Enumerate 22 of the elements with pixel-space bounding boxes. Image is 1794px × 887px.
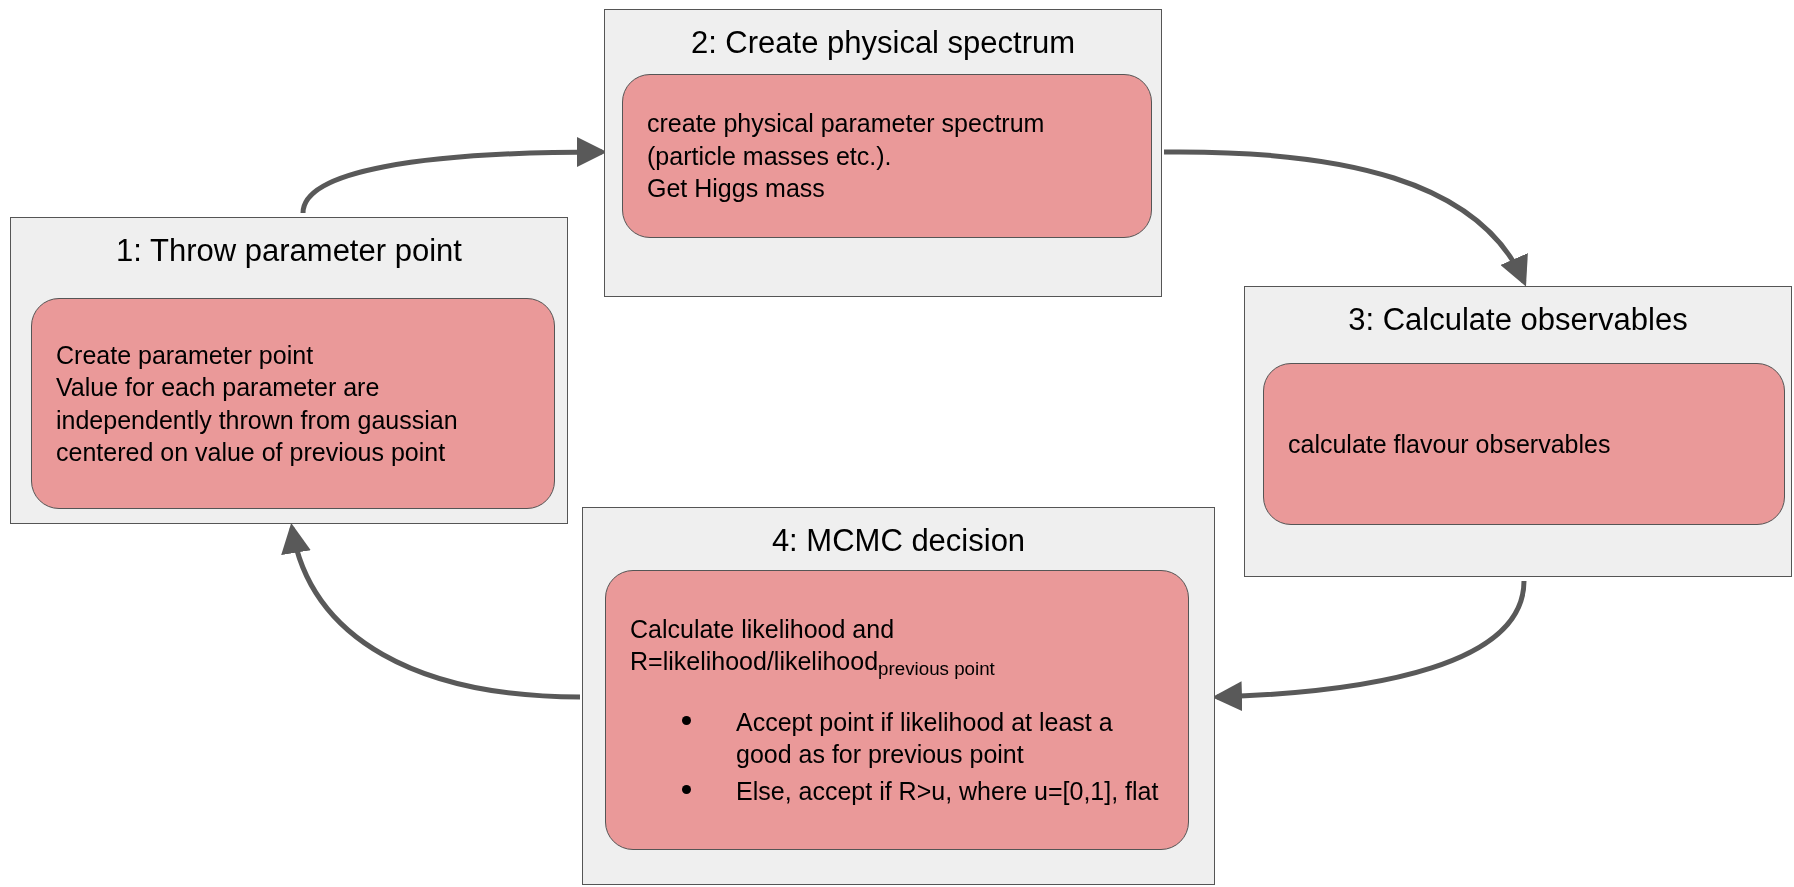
step-title: 2: Create physical spectrum	[689, 24, 1077, 62]
step-text: Create parameter point	[56, 339, 315, 371]
step-box	[604, 9, 1162, 297]
step-box	[10, 217, 568, 524]
bullet-text: Else, accept if R>u, where u=[0,1], flat	[736, 775, 1159, 807]
curved-arrow	[1164, 149, 1527, 287]
bullet-text: Accept point if likelihood at least a good as for previous point	[736, 706, 1114, 771]
step-text: Get Higgs mass	[647, 173, 826, 205]
step-detail-box	[622, 74, 1152, 238]
step-detail-box	[31, 298, 555, 509]
step-text: Value for each parameter are independently thrown from gaussian centered on value of previous point	[56, 372, 459, 468]
step-detail-box	[1263, 363, 1785, 525]
step-text: create physical parameter spectrum (particle masses etc.).	[647, 108, 1046, 172]
step-text: calculate flavour observables	[1288, 428, 1612, 460]
curved-arrow	[283, 523, 581, 700]
step-detail-box	[605, 570, 1189, 850]
step-title: 4: MCMC decision	[770, 522, 1027, 560]
step-title: 3: Calculate observables	[1347, 301, 1689, 339]
step-box	[582, 507, 1215, 885]
step-box	[1244, 286, 1792, 577]
step-text: Calculate likelihood and R=likelihood/likelihood$_{previous point}$	[630, 613, 996, 678]
step-title: 1: Throw parameter point	[115, 232, 463, 270]
